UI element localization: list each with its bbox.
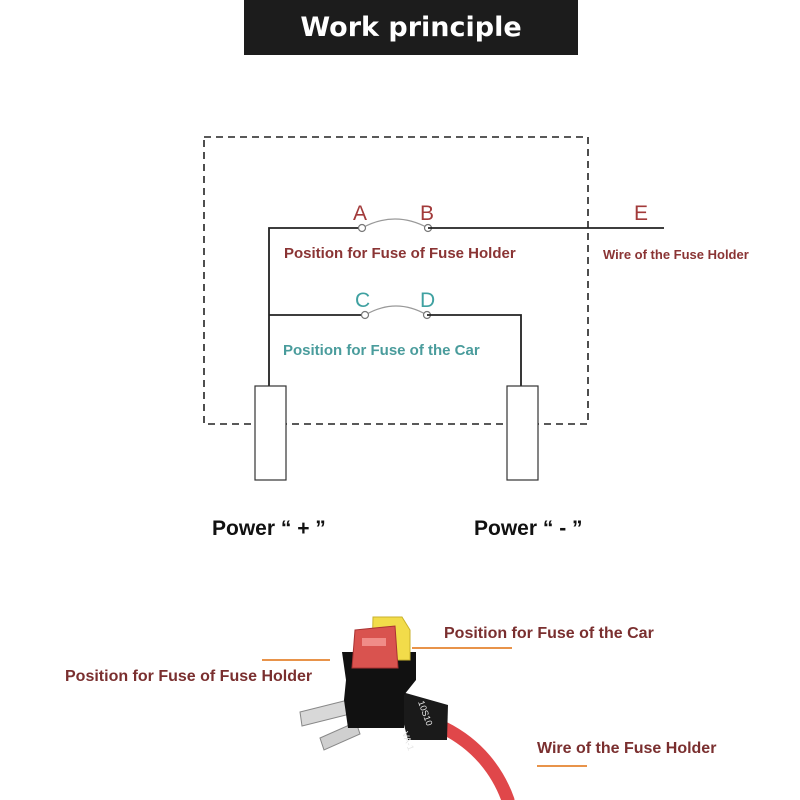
title-bar: Work principle xyxy=(244,0,578,55)
callout-line-holder-fuse xyxy=(262,659,330,661)
callout-car-fuse: Position for Fuse of the Car xyxy=(444,625,654,642)
point-a-label: A xyxy=(353,202,368,225)
terminal-c xyxy=(360,310,370,320)
red-wire xyxy=(437,721,515,800)
wire-of-fuse-holder-label: Wire of the Fuse Holder xyxy=(603,247,749,262)
holder-housing xyxy=(342,652,416,728)
page-title: Work principle xyxy=(300,12,522,43)
callout-holder-fuse: Position for Fuse of Fuse Holder xyxy=(65,668,313,685)
callout-wire: Wire of the Fuse Holder xyxy=(537,740,717,757)
terminal-a xyxy=(357,223,367,233)
red-fuse-window xyxy=(362,638,386,646)
blade-lower xyxy=(319,721,361,751)
dashed-enclosure xyxy=(203,136,589,425)
blade-plus xyxy=(254,385,287,481)
point-b-label: B xyxy=(420,202,435,225)
fuse-cd xyxy=(364,305,428,316)
callout-line-wire xyxy=(537,765,587,767)
point-e-label: E xyxy=(634,202,649,225)
power-minus-label: Power “ - ” xyxy=(474,517,583,540)
point-d-label: D xyxy=(420,289,436,312)
fuse-tap-illustration xyxy=(299,616,515,800)
blade-upper xyxy=(299,699,351,727)
fuse-holder-position-label: Position for Fuse of Fuse Holder xyxy=(284,245,516,262)
red-fuse xyxy=(351,625,399,669)
black-sleeve xyxy=(395,690,448,740)
power-plus-label: Power “ + ” xyxy=(212,517,326,540)
point-c-label: C xyxy=(355,289,371,312)
wire-top-branch xyxy=(268,227,362,390)
blade-minus xyxy=(506,385,539,481)
wire-mid-right xyxy=(427,314,522,390)
callout-line-car-fuse xyxy=(412,647,512,649)
fuse-ab xyxy=(361,218,429,229)
car-fuse-position-label: Position for Fuse of the Car xyxy=(283,342,480,359)
